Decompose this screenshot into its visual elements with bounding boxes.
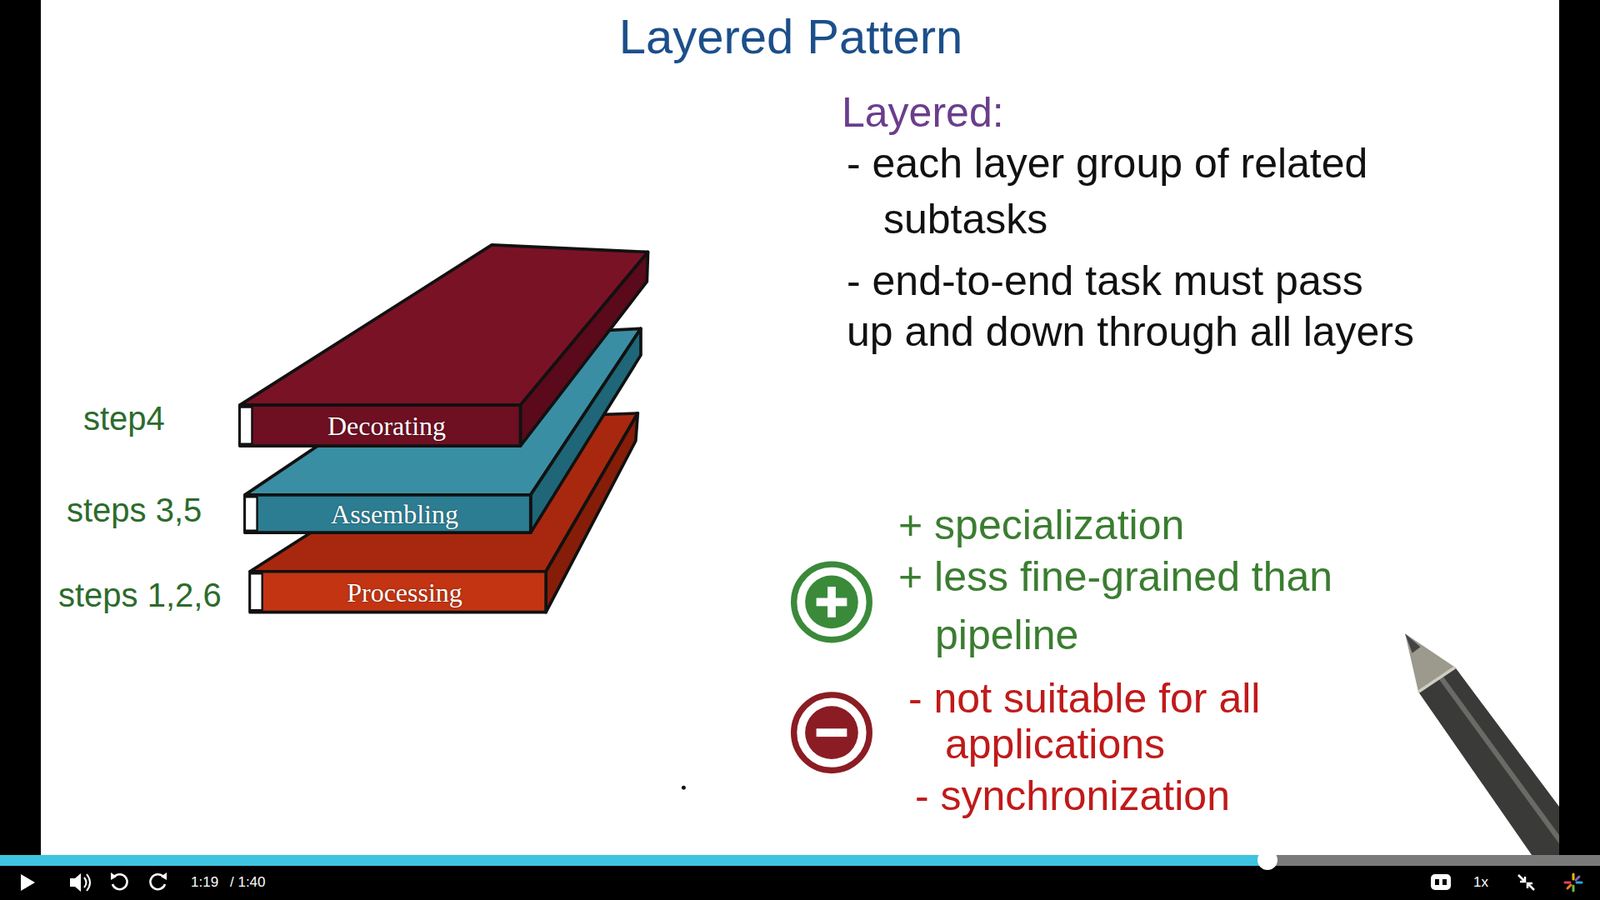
pro-note-holder: + less fine-grained than pipeline [898, 547, 1369, 665]
layer-box: Assembling [258, 495, 531, 534]
play-icon [20, 874, 35, 891]
book-front [240, 405, 521, 446]
brand-logo [1572, 874, 1575, 880]
section-heading: Layered: [841, 87, 1005, 138]
fullscreen-exit-icon [1518, 875, 1535, 890]
captions-icon [1430, 874, 1451, 890]
layer-box: Processing [263, 571, 546, 613]
layer-label: Assembling [330, 499, 459, 530]
brand-logo [1565, 881, 1570, 885]
pen-tip [1405, 633, 1455, 692]
rewind-icon [110, 872, 117, 880]
time-total: / 1:40 [230, 873, 266, 892]
pen-highlight [1440, 677, 1580, 868]
forward-icon [160, 872, 167, 880]
speed-setting: 1x [1473, 873, 1489, 892]
step-annotation: steps 1,2,6 [58, 575, 222, 615]
brand-logo [1572, 885, 1575, 891]
book-front [250, 571, 546, 613]
slide-title: Layered Pattern [0, 8, 1582, 65]
layer-label: Processing [346, 577, 463, 608]
pen-point [1405, 633, 1420, 653]
con-note: - synchronization [915, 770, 1230, 821]
book-spine [250, 573, 263, 610]
pro-note: + less fine-grained than pipeline [898, 547, 1369, 665]
brand-logo [1567, 885, 1571, 889]
bullet-note-holder: - end-to-end task must pass up and down … [846, 255, 1418, 358]
progress-remaining [1267, 855, 1600, 866]
minus-symbol [816, 728, 848, 737]
minus-symbol [794, 695, 870, 771]
bullet-note-holder: - each layer group of related subtasks [846, 135, 1484, 248]
pro-note: + specialization [898, 500, 1185, 550]
book-front [245, 495, 531, 533]
step-annotation: steps 3,5 [66, 490, 202, 530]
time-elapsed-holder: 1:19 [190, 873, 219, 892]
plus-symbol [794, 564, 870, 640]
pen-ring [1418, 667, 1455, 692]
pro-note-holder: + specialization [898, 500, 1185, 550]
book-side [520, 251, 648, 446]
con-note-holder: - synchronization [915, 770, 1230, 821]
con-note: - not suitable for all applications [908, 675, 1379, 768]
step-annotation: step4 [83, 398, 165, 439]
step-annotation-holder: step4 [83, 398, 165, 439]
bullet-note: - end-to-end task must pass up and down … [846, 255, 1418, 358]
book-spine [245, 496, 258, 530]
speed-setting-holder: 1x [1473, 873, 1489, 892]
step-annotation-holder: steps 3,5 [66, 490, 202, 530]
control-bar [0, 865, 1600, 900]
layer-box: Decorating [253, 405, 520, 446]
plus-symbol [827, 586, 836, 618]
plus-symbol [805, 575, 859, 630]
time-elapsed: 1:19 [190, 873, 219, 892]
side-band [1559, 0, 1600, 900]
bullet-note: - each layer group of related subtasks [846, 135, 1484, 248]
stray-dot [681, 785, 686, 790]
progress-knob [1257, 850, 1278, 870]
side-band [0, 0, 41, 900]
section-heading-holder: Layered: [841, 87, 1005, 138]
book-spine [240, 407, 253, 445]
volume-icon [84, 877, 87, 888]
brand-logo [1576, 881, 1582, 885]
volume-icon [70, 873, 81, 892]
brand-logo [1565, 874, 1582, 891]
brand-logo [1575, 876, 1580, 880]
captions-icon [1435, 879, 1440, 885]
layer-label: Decorating [327, 410, 446, 441]
con-note-holder: - not suitable for all applications [908, 675, 1379, 768]
step-annotation-holder: steps 1,2,6 [58, 575, 222, 615]
minus-symbol [805, 705, 859, 760]
captions-icon [1442, 879, 1447, 885]
progress-played [0, 855, 1268, 866]
volume-icon [86, 874, 90, 891]
title-holder: Layered Pattern [0, 8, 1582, 65]
time-total-holder: / 1:40 [230, 873, 266, 892]
